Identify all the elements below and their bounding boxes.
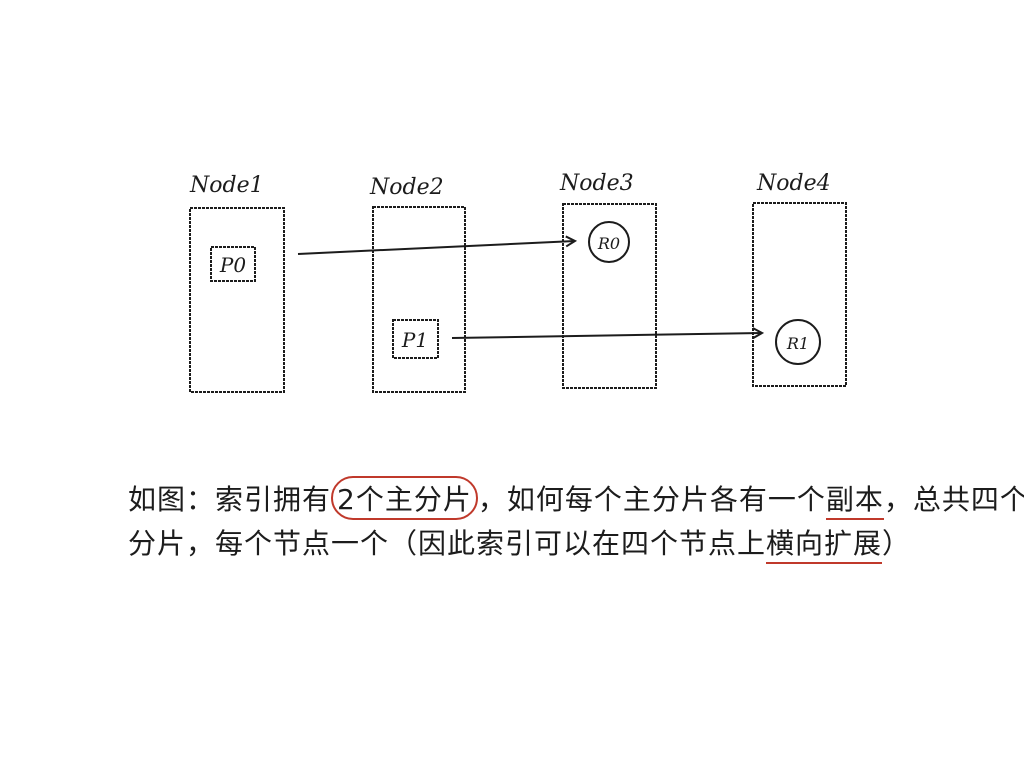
- node-label-3: Node3: [559, 171, 634, 196]
- node-box-3: [562, 203, 657, 389]
- node-label-2: Node2: [369, 175, 444, 200]
- node-label-4: Node4: [756, 171, 831, 196]
- circled-annotation: 2个主分片: [331, 476, 478, 520]
- shard-circle-r0: [588, 221, 630, 263]
- underlined-annotation: 副本: [825, 483, 884, 520]
- caption-text: 分片，每个节点一个（因此索引可以在四个节点上: [128, 527, 767, 560]
- shard-box-p1: [392, 319, 439, 359]
- caption-line-2: 分片，每个节点一个（因此索引可以在四个节点上横向扩展）: [128, 522, 968, 564]
- shard-label-p1: P1: [401, 328, 428, 352]
- arrow-p1-to-r1: [451, 333, 762, 338]
- caption-text: ，如何每个主分片各有一个: [477, 483, 826, 516]
- shard-label-r1: R1: [786, 334, 809, 353]
- shard-label-r0: R0: [597, 234, 620, 253]
- arrow-p0-to-r0: [297, 241, 575, 255]
- caption-text: ）: [882, 527, 912, 560]
- caption-text: 如图：索引拥有: [128, 483, 332, 516]
- shard-label-p0: P0: [219, 253, 246, 277]
- shard-box-p0: [210, 246, 256, 282]
- node-box-1: [189, 207, 285, 393]
- shard-circle-r1: [775, 319, 821, 365]
- node-box-2: [372, 206, 466, 393]
- node-box-4: [752, 202, 847, 387]
- node-label-1: Node1: [189, 173, 264, 198]
- underlined-annotation: 横向扩展: [766, 527, 883, 564]
- caption-text: ，总共四个: [883, 483, 1024, 516]
